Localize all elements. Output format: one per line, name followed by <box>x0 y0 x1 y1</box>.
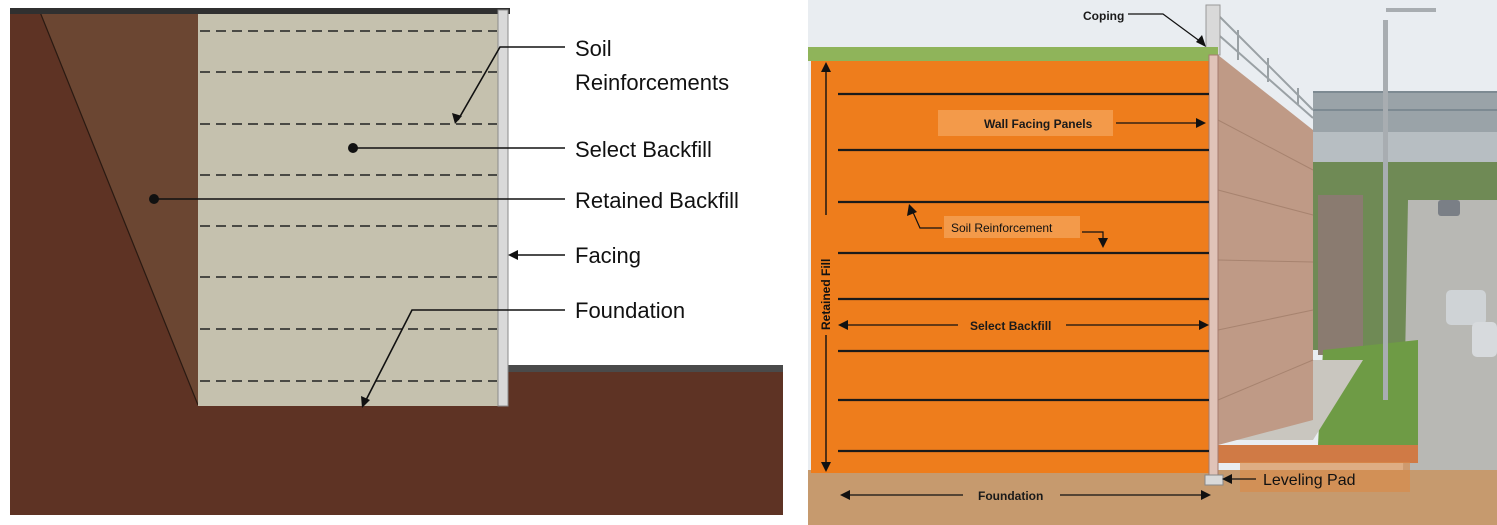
bridge-pier <box>1318 195 1363 355</box>
car <box>1438 200 1460 216</box>
bridge-railing <box>1313 91 1497 111</box>
light-pole-arm <box>1386 8 1436 12</box>
top-grass-strip <box>808 47 1218 61</box>
soil-reinforcements-leader <box>457 46 565 121</box>
foundation-arrowhead-left <box>840 490 850 500</box>
foundation-arrowhead <box>361 396 370 408</box>
mse-wall-photo-illustration: Retained Fill Wall Facing Panels Soil Re… <box>808 0 1497 525</box>
railing-rail <box>1212 9 1314 111</box>
wall-top-railing <box>1212 9 1314 119</box>
select-backfill-block <box>198 14 498 406</box>
foundation-leader <box>363 309 565 405</box>
reinforcement-layers <box>838 92 1209 453</box>
panel-joint <box>1217 189 1314 216</box>
panel-joint <box>1217 259 1314 263</box>
roadway <box>1403 200 1497 470</box>
select-backfill-arrowhead-right <box>1199 320 1209 330</box>
car <box>1472 322 1497 357</box>
select-backfill-arrowhead-left <box>838 320 848 330</box>
top-surface-line <box>10 8 510 14</box>
facing-arrowhead <box>508 250 518 260</box>
ground-red-strip <box>1218 445 1418 463</box>
label-wall-facing-panels: Wall Facing Panels <box>984 117 1093 131</box>
label-foundation: Foundation <box>575 298 685 323</box>
label-select-backfill: Select Backfill <box>970 319 1051 333</box>
leveling-pad <box>1204 474 1224 486</box>
panel-joint <box>1217 119 1314 171</box>
soil-reinforcement-leader-right <box>1082 231 1104 240</box>
wall-facing-section <box>1208 54 1219 476</box>
leveling-pad-label-bg <box>1240 462 1410 492</box>
reinforcement-layers <box>200 30 497 382</box>
soil-reinforcement-leader-left <box>911 209 942 229</box>
mse-wall-cross-section: Soil Reinforcements Select Backfill Reta… <box>10 8 786 515</box>
panel-joint <box>1217 309 1314 331</box>
railing-rail <box>1212 29 1314 119</box>
label-retained-fill: Retained Fill <box>819 259 833 330</box>
panel-joint <box>1217 359 1314 401</box>
wall-facing-panels-surface <box>1218 55 1313 445</box>
car <box>1446 290 1486 325</box>
bridge-girder <box>1313 132 1497 162</box>
facing-panel <box>497 9 509 407</box>
soil-reinforcement-label-bg <box>944 216 1080 238</box>
wall-facing-panels-label-bg <box>938 110 1113 136</box>
soil-reinforcement-arrowhead-right <box>1098 238 1108 248</box>
label-facing: Facing <box>575 243 641 268</box>
label-coping: Coping <box>1083 9 1124 23</box>
coping-arrowhead <box>1196 35 1206 47</box>
retained-backfill-dot <box>149 194 159 204</box>
label-soil-reinforcements-line2: Reinforcements <box>575 70 729 95</box>
label-leveling-pad: Leveling Pad <box>1263 472 1356 489</box>
ground-surface-line <box>508 365 783 372</box>
label-select-backfill: Select Backfill <box>575 137 712 162</box>
dimension-arrowhead-down <box>821 462 831 472</box>
label-retained-backfill: Retained Backfill <box>575 188 739 213</box>
leveling-pad-arrowhead <box>1222 474 1232 484</box>
coping-leader <box>1128 13 1202 43</box>
dimension-arrowhead-up <box>821 62 831 72</box>
light-pole <box>1383 20 1388 400</box>
photo-illustration-svg: Retained Fill Wall Facing Panels Soil Re… <box>808 0 1497 525</box>
excavation-slope-line <box>39 11 199 406</box>
label-foundation: Foundation <box>978 489 1043 503</box>
cross-section-svg: Soil Reinforcements Select Backfill Reta… <box>10 8 786 515</box>
select-backfill-dot <box>348 143 358 153</box>
label-soil-reinforcements-line1: Soil <box>575 36 612 61</box>
wall-panel-joints <box>1217 119 1314 401</box>
soil-reinforcements-arrowhead <box>452 113 462 124</box>
soil-reinforcement-arrowhead-left <box>907 204 917 216</box>
wall-facing-panels-arrowhead <box>1196 118 1206 128</box>
foundation-arrowhead-right <box>1201 490 1211 500</box>
open-air-area <box>508 10 786 365</box>
label-soil-reinforcement: Soil Reinforcement <box>951 221 1053 235</box>
bridge-deck <box>1313 92 1497 132</box>
leader-lines <box>154 46 565 405</box>
